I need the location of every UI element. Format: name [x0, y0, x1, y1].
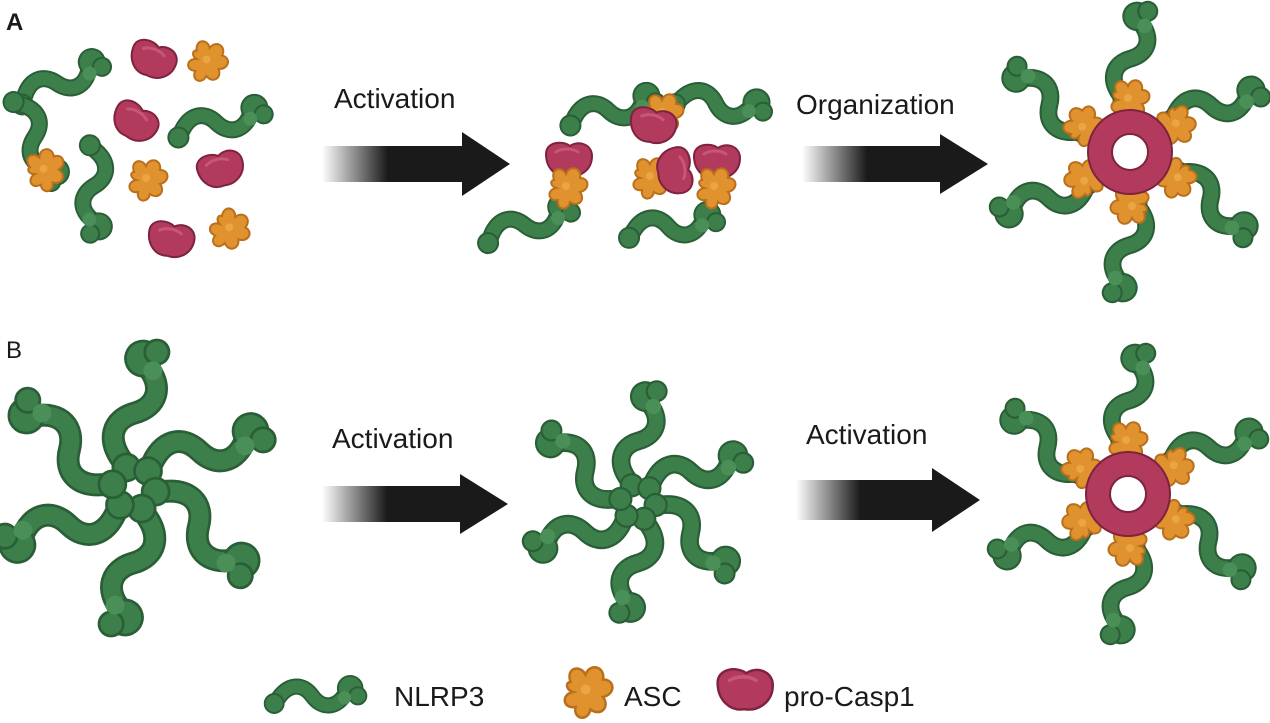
legend-asc-icon — [563, 666, 614, 719]
panel-a-label: A — [6, 9, 23, 36]
panel-a-scattered-components — [1, 34, 276, 262]
asc-molecule — [202, 202, 258, 259]
panel-b-inflammasome — [973, 337, 1270, 651]
nlrp3-molecule — [71, 134, 119, 244]
arrow-shape — [796, 468, 980, 532]
panel-b-nlrp3-loose-oligomer — [0, 331, 279, 645]
legend-pro-casp1-label: pro-Casp1 — [784, 681, 915, 712]
legend-asc-label: ASC — [624, 681, 682, 712]
panel-a-inflammasome — [975, 0, 1270, 309]
panel-a-intermediate-complexes — [471, 74, 776, 255]
pro-casp1-molecule — [105, 94, 165, 150]
panel-a-arrow2-label: Organization — [796, 89, 955, 120]
pro-casp1-molecule — [124, 34, 182, 86]
nlrp3-molecule — [164, 92, 276, 149]
panel-b-label: B — [6, 337, 22, 364]
legend-nlrp3-icon — [265, 676, 367, 713]
pro-casp1-molecule — [192, 145, 249, 193]
pro-casp1-molecule — [144, 217, 199, 262]
panel-b-arrow2-label: Activation — [806, 419, 927, 450]
asc-molecule — [128, 159, 169, 202]
legend-nlrp3-label: NLRP3 — [394, 681, 484, 712]
arrow-shape — [802, 134, 988, 194]
asc-molecule — [183, 37, 233, 88]
panel-a-arrow-activation: Activation — [322, 83, 510, 196]
panel-b-arrow-activation-2: Activation — [796, 419, 980, 532]
panel-b-nlrp3-compact-oligomer — [520, 374, 757, 630]
panel-b-arrow-activation-1: Activation — [322, 423, 508, 534]
legend: NLRP3 ASC pro-Casp1 — [265, 666, 915, 719]
panel-a-arrow-organization: Organization — [796, 89, 988, 194]
arrow-shape — [322, 474, 508, 534]
panel-b-arrow1-label: Activation — [332, 423, 453, 454]
arrow-shape — [322, 132, 510, 196]
nlrp3-molecule — [663, 74, 775, 131]
legend-pro-casp1-icon — [715, 667, 775, 712]
panel-a-arrow1-label: Activation — [334, 83, 455, 114]
